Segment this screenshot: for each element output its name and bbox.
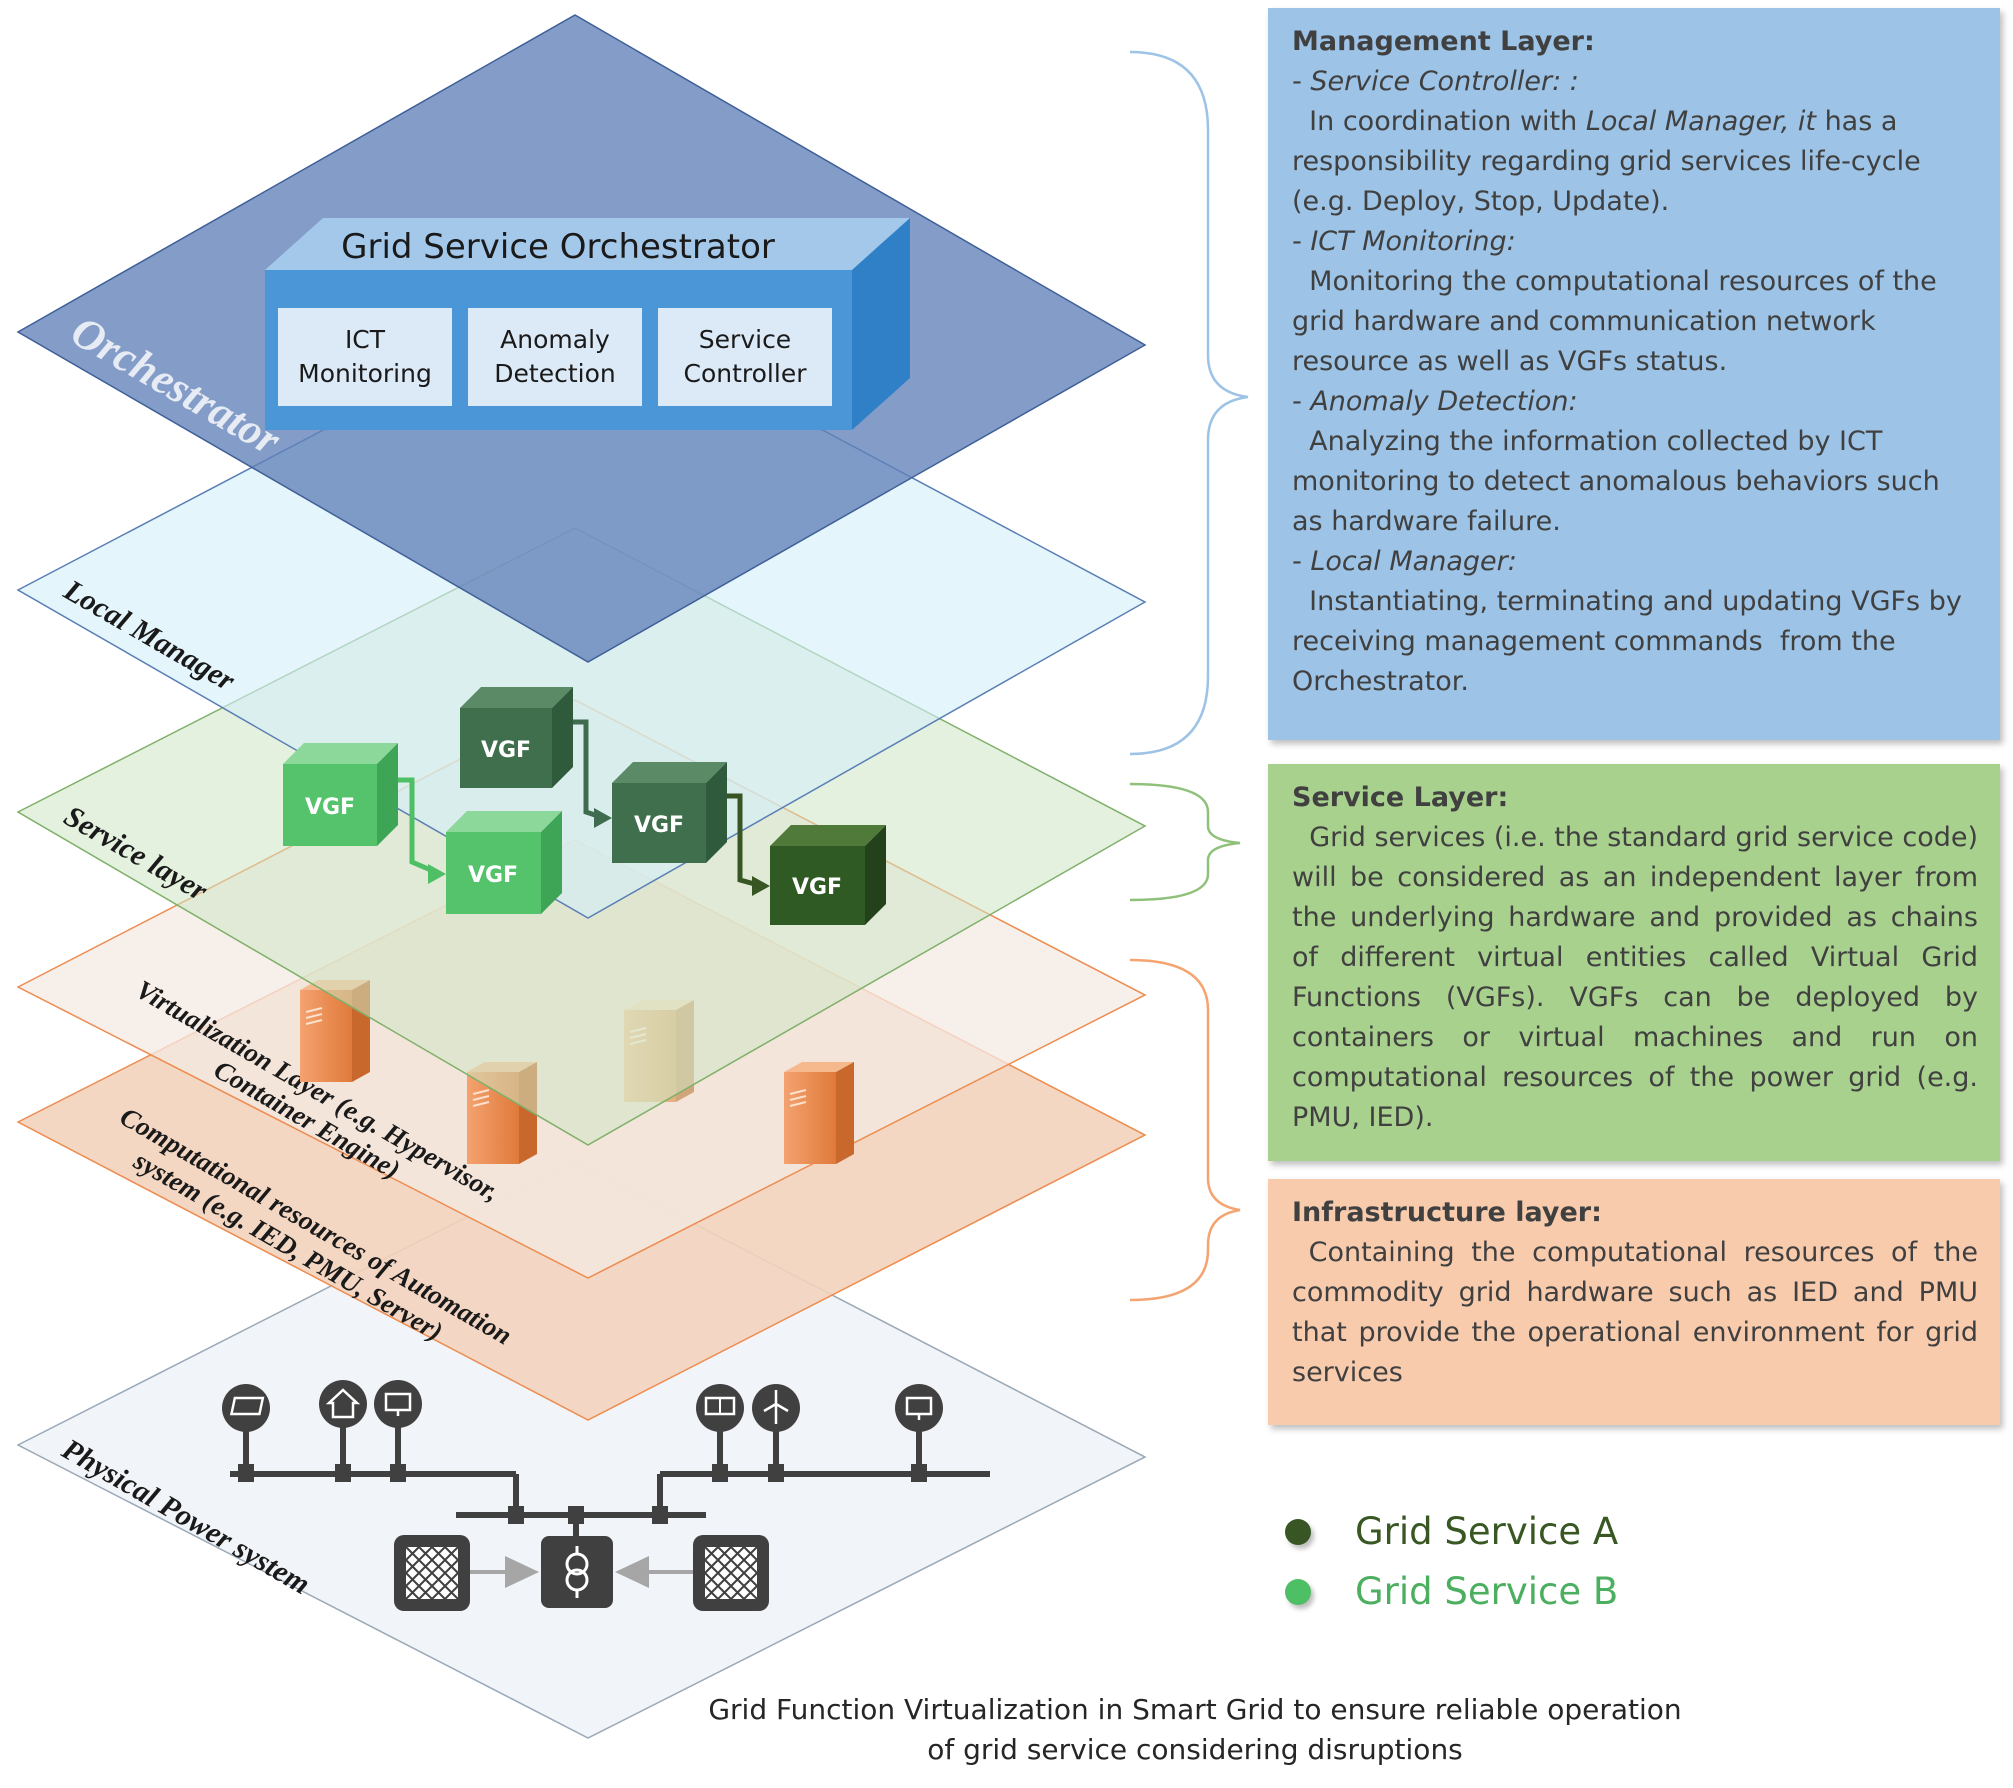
legend-label-a: Grid Service A: [1355, 1510, 1619, 1553]
orchestrator-box-title: Grid Service Orchestrator: [341, 227, 775, 267]
figure-caption: Grid Function Virtualization in Smart Gr…: [690, 1690, 1700, 1770]
local-manager-text: Instantiating, terminating and updating …: [1292, 586, 1971, 697]
svg-text:VGF: VGF: [468, 863, 518, 888]
vgf-connector-b-arrow: [428, 864, 446, 884]
infrastructure-brace: [1129, 958, 1241, 1302]
module-service-controller: [658, 308, 832, 406]
house-icon: [319, 1380, 367, 1428]
vgf-connector-a-1-arrow: [594, 808, 612, 828]
caption-line-1: Grid Function Virtualization in Smart Gr…: [708, 1693, 1682, 1726]
service-controller-text: In coordination with Local Manager, it h…: [1292, 106, 1921, 217]
module-anomaly-detection: [468, 308, 642, 406]
local-manager-heading: - Local Manager:: [1292, 546, 1517, 577]
legend-grid-service-b: Grid Service B: [1285, 1570, 1618, 1613]
vgf-cube-b1: VGF: [283, 743, 398, 846]
svg-text:Detection: Detection: [494, 359, 615, 388]
management-layer-panel: Management Layer: - Service Controller: …: [1268, 8, 2000, 740]
ict-monitoring-text: Monitoring the computational resources o…: [1292, 266, 1946, 377]
management-brace: [1129, 50, 1249, 756]
svg-text:VGF: VGF: [792, 875, 842, 900]
solar-panel-icon: [222, 1384, 270, 1432]
infrastructure-panel-title: Infrastructure layer:: [1292, 1197, 1602, 1228]
legend-dot-b: [1285, 1578, 1311, 1605]
monitor-icon: [374, 1380, 422, 1428]
vgf-cube-b2: VGF: [446, 811, 562, 914]
svg-text:ICT: ICT: [345, 325, 386, 354]
svg-text:VGF: VGF: [634, 813, 684, 838]
vgf-connector-a-2-arrow: [752, 876, 770, 896]
vgf-cube-a1: VGF: [460, 687, 573, 788]
anomaly-detection-heading: - Anomaly Detection:: [1292, 386, 1578, 417]
monitor-icon: [895, 1384, 943, 1432]
ict-monitoring-heading: - ICT Monitoring:: [1292, 226, 1516, 257]
service-controller-heading: - Service Controller: :: [1292, 66, 1579, 97]
solar-panel-icon: [696, 1384, 744, 1432]
vgf-cube-a3: VGF: [770, 825, 886, 925]
grid-service-orchestrator-box: Grid Service Orchestrator ICT Monitoring…: [265, 218, 910, 430]
service-panel-text: Grid services (i.e. the standard grid se…: [1292, 822, 1987, 1133]
service-panel-title: Service Layer:: [1292, 782, 1509, 813]
vgf-connector-a-2: [726, 793, 763, 889]
transformer-icon: [541, 1536, 613, 1608]
substation-icon: [394, 1535, 470, 1611]
vgf-cube-a2: VGF: [612, 762, 727, 863]
svg-text:Monitoring: Monitoring: [298, 359, 432, 388]
legend-label-b: Grid Service B: [1355, 1570, 1619, 1613]
anomaly-detection-text: Analyzing the information collected by I…: [1292, 426, 1949, 537]
module-ict-monitoring: [278, 308, 452, 406]
power-flow-arrows: [470, 1556, 693, 1588]
management-panel-title: Management Layer:: [1292, 26, 1595, 57]
vgf-connector-b: [398, 777, 441, 877]
svg-text:Anomaly: Anomaly: [500, 325, 610, 354]
caption-line-2: of grid service considering disruptions: [927, 1733, 1463, 1766]
legend-grid-service-a: Grid Service A: [1285, 1510, 1618, 1553]
infrastructure-layer-panel: Infrastructure layer: Containing the com…: [1268, 1179, 2000, 1425]
svg-text:VGF: VGF: [481, 738, 531, 763]
svg-text:VGF: VGF: [305, 795, 355, 820]
server-icon: [783, 1061, 855, 1165]
wind-turbine-icon: [752, 1384, 800, 1432]
infrastructure-panel-text: Containing the computational resources o…: [1292, 1237, 1987, 1388]
service-layer-panel: Service Layer: Grid services (i.e. the s…: [1268, 764, 2000, 1161]
legend-dot-a: [1285, 1518, 1311, 1545]
service-brace: [1129, 782, 1241, 902]
svg-text:Controller: Controller: [684, 359, 808, 388]
substation-icon: [693, 1535, 769, 1611]
svg-text:Service: Service: [699, 325, 791, 354]
